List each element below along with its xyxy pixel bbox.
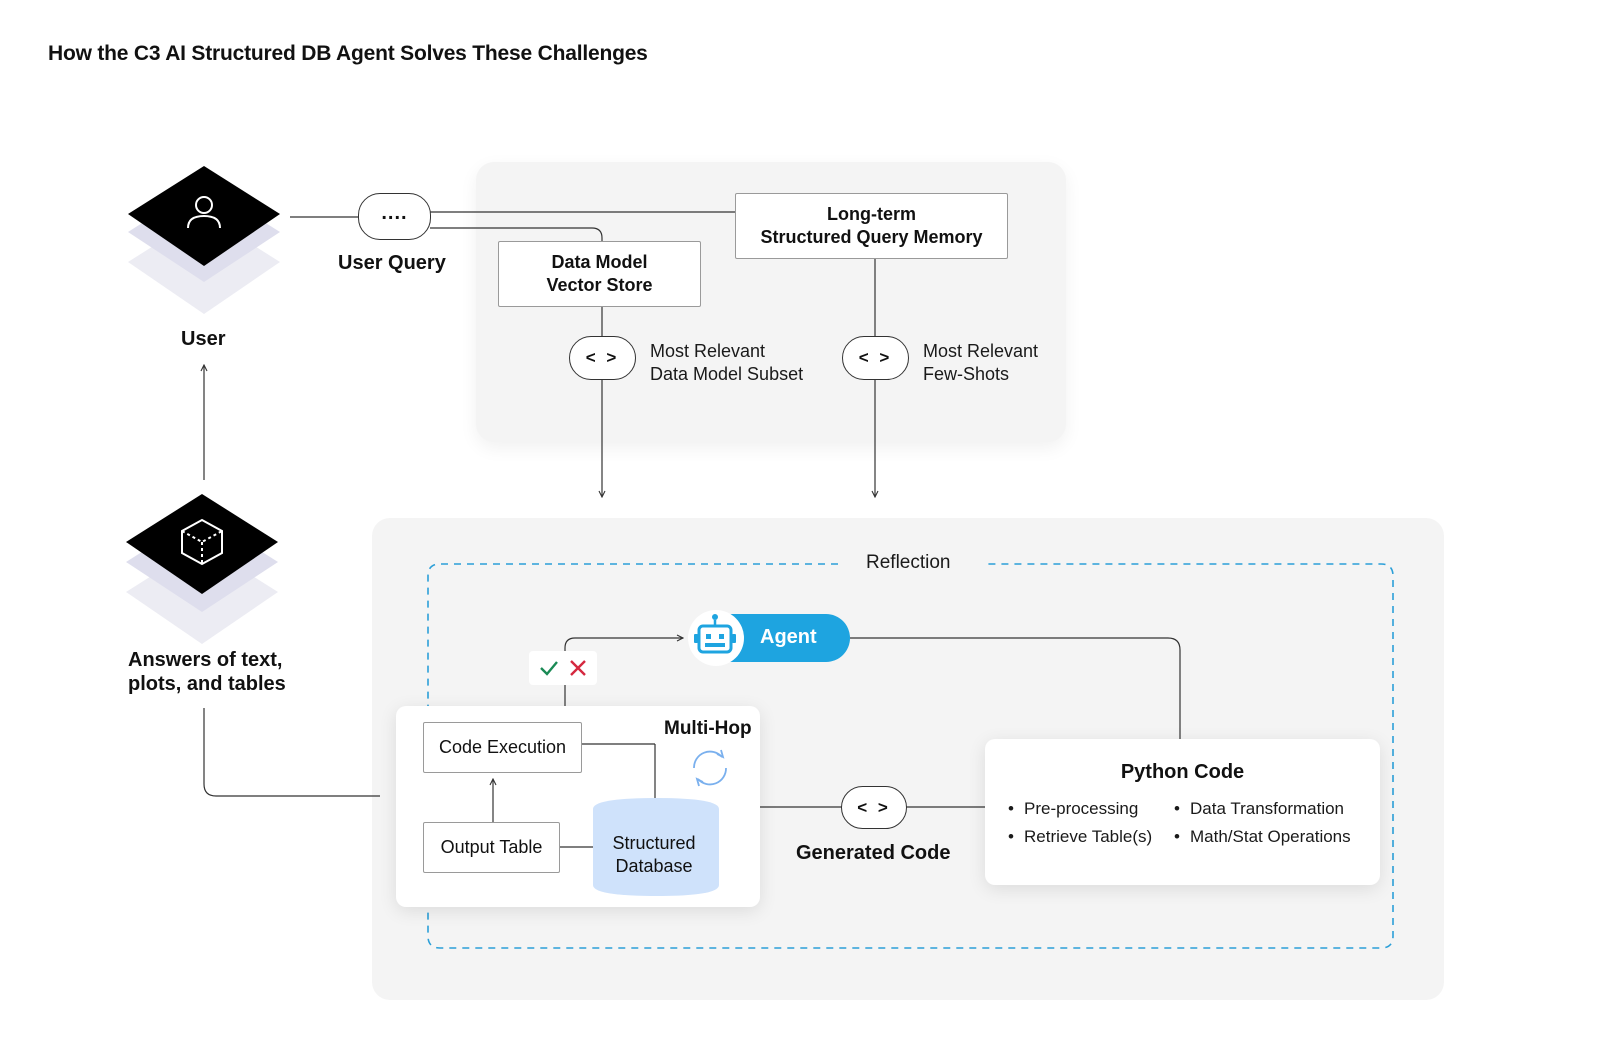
python-bullets-left: •Pre-processing •Retrieve Table(s) — [1008, 795, 1152, 851]
output-table-box[interactable]: Output Table — [423, 822, 560, 873]
agent-label: Agent — [760, 626, 817, 648]
page-title: How the C3 AI Structured DB Agent Solves… — [48, 42, 648, 65]
check-icon — [540, 661, 558, 676]
refresh-icon — [693, 749, 727, 787]
vector-store-box[interactable]: Data Model Vector Store — [498, 241, 701, 307]
python-bullets-right: •Data Transformation •Math/Stat Operatio… — [1174, 795, 1351, 851]
reflection-label: Reflection — [866, 552, 951, 573]
database-icon — [593, 798, 719, 896]
bullet-item: •Retrieve Table(s) — [1008, 827, 1153, 846]
generated-code-pill[interactable]: < > — [841, 786, 907, 829]
user-node-stack — [128, 166, 280, 314]
structured-database-label[interactable]: Structured Database — [612, 833, 696, 876]
data-model-subset-pill[interactable]: < > — [569, 336, 636, 380]
bullet-item: •Pre-processing — [1008, 799, 1139, 818]
few-shots-label: Most Relevant Few-Shots — [923, 341, 1039, 384]
python-code-card[interactable] — [985, 739, 1380, 885]
robot-icon — [694, 614, 736, 654]
generated-code-label: Generated Code — [796, 842, 951, 864]
bullet-item: •Math/Stat Operations — [1174, 827, 1351, 846]
user-query-label: User Query — [338, 252, 446, 274]
validation-badge — [529, 651, 597, 685]
bullet-item: •Data Transformation — [1174, 799, 1345, 818]
user-icon — [187, 196, 221, 229]
code-execution-box[interactable]: Code Execution — [423, 722, 582, 773]
structured-query-memory-box[interactable]: Long-term Structured Query Memory — [735, 193, 1008, 259]
cube-icon — [181, 518, 223, 566]
agent-pill[interactable] — [730, 614, 850, 662]
cross-icon — [570, 660, 586, 676]
multi-hop-title: Multi-Hop — [664, 718, 752, 739]
python-code-title: Python Code — [1120, 761, 1245, 783]
data-model-subset-label: Most Relevant Data Model Subset — [650, 341, 804, 384]
few-shots-pill[interactable]: < > — [842, 336, 909, 380]
user-label: User — [181, 328, 226, 350]
answers-label: Answers of text, plots, and tables — [128, 649, 286, 695]
multi-hop-connectors — [396, 743, 656, 848]
user-query-pill[interactable]: .... — [358, 193, 431, 240]
